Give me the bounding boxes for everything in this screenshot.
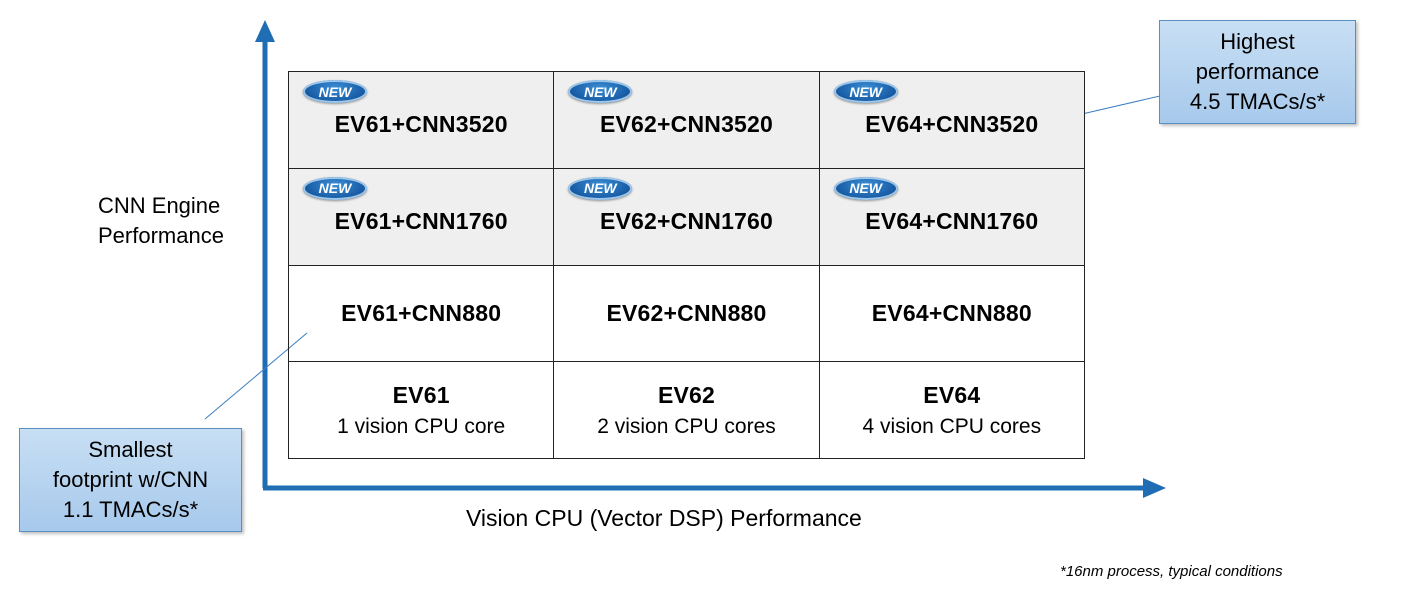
matrix-cell-ev62-cnn880: EV62+CNN880 bbox=[554, 265, 820, 363]
cell-subtitle: 1 vision CPU core bbox=[337, 414, 506, 438]
matrix-cell-ev64-cnn1760: NEW EV64+CNN1760 bbox=[819, 168, 1085, 266]
highest-performance-callout: Highest performance 4.5 TMACs/s* bbox=[1159, 20, 1356, 124]
x-axis-arrowhead bbox=[1143, 478, 1166, 498]
callout-line: 4.5 TMACs/s* bbox=[1189, 89, 1326, 114]
cell-title: EV62+CNN1760 bbox=[599, 208, 774, 235]
matrix-cell-ev64-cnn3520: NEW EV64+CNN3520 bbox=[819, 72, 1085, 169]
new-badge: NEW bbox=[303, 80, 367, 103]
cell-title: EV64+CNN3520 bbox=[865, 111, 1039, 138]
cell-subtitle: 2 vision CPU cores bbox=[597, 414, 776, 438]
bottom-callout-connector bbox=[204, 332, 308, 420]
new-badge: NEW bbox=[568, 80, 633, 103]
matrix-cell-ev61-cnn3520: NEW EV61+CNN3520 bbox=[289, 72, 555, 169]
matrix-cell-ev64: EV64 4 vision CPU cores bbox=[819, 362, 1085, 459]
callout-line: performance bbox=[1195, 59, 1320, 84]
new-badge: NEW bbox=[303, 176, 367, 200]
cell-subtitle: 4 vision CPU cores bbox=[862, 414, 1042, 438]
cell-title: EV61+CNN1760 bbox=[334, 208, 508, 235]
cell-title: EV61+CNN880 bbox=[341, 299, 502, 326]
matrix-cell-ev62-cnn3520: NEW EV62+CNN3520 bbox=[554, 72, 820, 169]
y-axis-label-line2: Performance bbox=[98, 223, 224, 248]
callout-line: Highest bbox=[1220, 29, 1295, 54]
smallest-footprint-callout: Smallest footprint w/CNN 1.1 TMACs/s* bbox=[19, 428, 242, 532]
y-axis-arrowhead bbox=[255, 20, 275, 42]
cell-title: EV62 bbox=[657, 381, 716, 408]
matrix-cell-ev61-cnn1760: NEW EV61+CNN1760 bbox=[289, 168, 555, 266]
cell-title: EV64+CNN880 bbox=[871, 299, 1032, 326]
cell-title: EV64 bbox=[923, 381, 981, 408]
cell-title: EV61 bbox=[392, 381, 450, 408]
y-axis-label: CNN Engine Performance bbox=[98, 191, 224, 251]
product-matrix: NEW EV61+CNN3520 NEW EV62+CNN3520 NEW EV… bbox=[288, 71, 1085, 459]
matrix-cell-ev61-cnn880: EV61+CNN880 bbox=[289, 265, 555, 363]
callout-line: Smallest bbox=[88, 437, 173, 462]
matrix-cell-ev64-cnn880: EV64+CNN880 bbox=[819, 265, 1085, 363]
matrix-cell-ev61: EV61 1 vision CPU core bbox=[289, 362, 555, 459]
new-badge: NEW bbox=[833, 80, 898, 103]
new-badge: NEW bbox=[833, 176, 898, 200]
callout-line: footprint w/CNN bbox=[52, 467, 209, 492]
new-badge: NEW bbox=[568, 176, 633, 200]
x-axis-label: Vision CPU (Vector DSP) Performance bbox=[466, 505, 862, 531]
footnote: *16nm process, typical conditions bbox=[1060, 563, 1283, 580]
cell-title: EV62+CNN880 bbox=[606, 299, 767, 326]
matrix-cell-ev62-cnn1760: NEW EV62+CNN1760 bbox=[554, 168, 820, 266]
cell-title: EV64+CNN1760 bbox=[865, 208, 1039, 235]
callout-line: 1.1 TMACs/s* bbox=[62, 497, 199, 522]
matrix-cell-ev62: EV62 2 vision CPU cores bbox=[554, 362, 820, 459]
cell-title: EV62+CNN3520 bbox=[599, 111, 774, 138]
cell-title: EV61+CNN3520 bbox=[334, 111, 508, 138]
y-axis-label-line1: CNN Engine bbox=[98, 193, 221, 218]
